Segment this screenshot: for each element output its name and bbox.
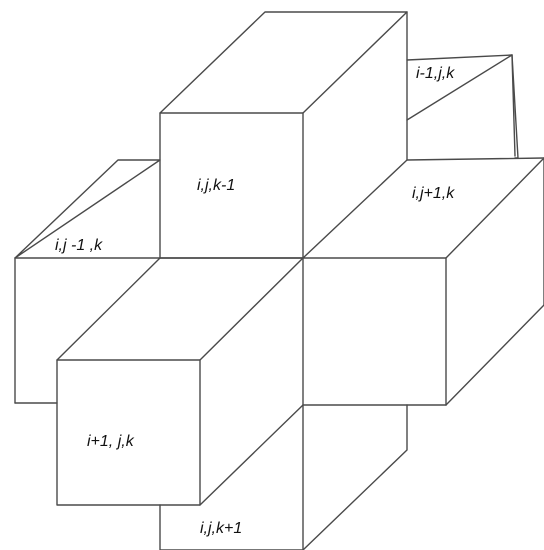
label-i-plus-1: i+1, j,k [87,433,135,450]
cube-j-minus-1-top [14,159,161,259]
cube-k-minus-1 [159,11,408,259]
cube-j-plus-1-top [302,157,544,259]
label-j-minus-1: i,j -1 ,k [55,237,103,254]
label-k-plus-1: i,j,k+1 [200,520,242,537]
cube-j-plus-1 [302,157,544,406]
label-i-minus-1: i-1,j,k [416,65,455,82]
cube-i-plus-1-top [56,257,304,361]
cube-j-minus-1 [14,159,304,550]
label-k-minus-1: i,j,k-1 [197,177,235,194]
cube-i-plus-1 [56,257,304,506]
cube-k-plus-1 [159,404,408,550]
cube-k-minus-1-top [159,11,408,114]
cube-k-plus-1-edges [159,404,408,550]
label-j-plus-1: i,j+1,k [412,185,455,202]
